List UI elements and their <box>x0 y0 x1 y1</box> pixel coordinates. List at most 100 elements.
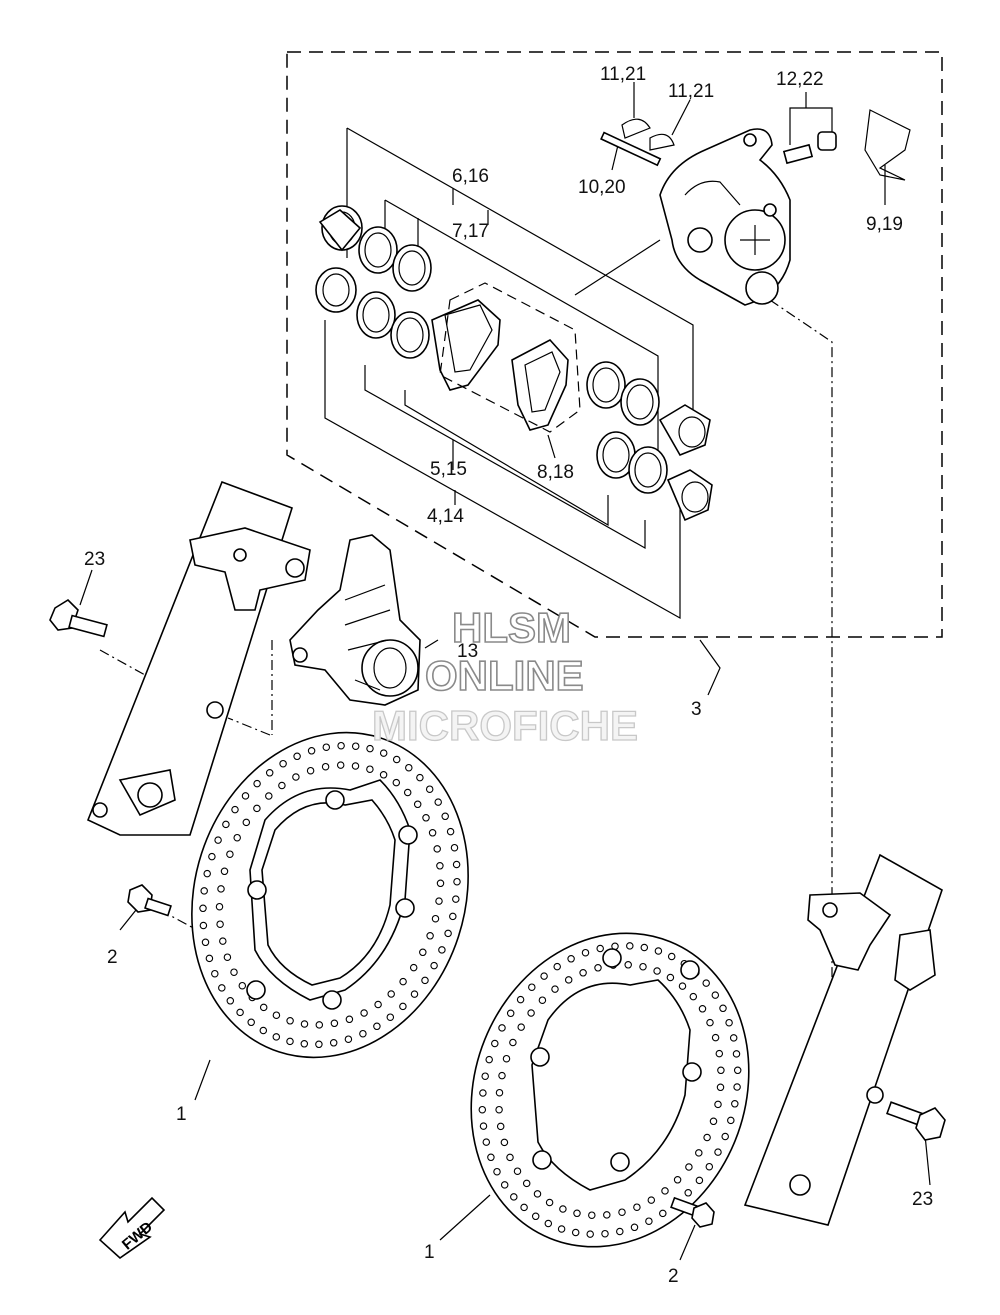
drilled-hole <box>300 1020 309 1028</box>
right-fork-leg <box>743 853 943 1226</box>
drilled-hole <box>329 1039 338 1047</box>
drilled-hole <box>653 967 661 975</box>
drilled-hole <box>444 929 452 938</box>
drilled-hole <box>278 781 286 790</box>
drilled-hole <box>242 818 251 827</box>
drilled-hole <box>208 852 216 861</box>
drilled-hole <box>522 1179 531 1188</box>
drilled-hole <box>500 1181 509 1189</box>
watermark-line-3: MICROFICHE <box>372 702 638 749</box>
drilled-hole <box>721 1132 729 1141</box>
drilled-hole <box>487 1153 495 1162</box>
drilled-hole <box>205 954 214 963</box>
drilled-hole <box>719 1004 727 1013</box>
drilled-hole <box>498 1024 506 1032</box>
drilled-hole <box>211 969 219 978</box>
callout-11-21-a: 11,21 <box>600 64 646 85</box>
drilled-hole <box>359 1029 367 1038</box>
drilled-hole <box>520 1203 528 1212</box>
drilled-hole <box>259 1003 268 1012</box>
seals-left <box>315 205 432 359</box>
drilled-hole <box>478 1105 487 1114</box>
drilled-hole <box>373 1022 381 1031</box>
drilled-hole <box>446 827 455 836</box>
drilled-hole <box>481 1072 489 1080</box>
drilled-hole <box>265 792 273 800</box>
drilled-hole <box>639 962 647 971</box>
drilled-hole <box>315 1021 324 1029</box>
callout-labels: 11,21 11,21 12,22 10,20 9,19 6,16 7,17 5… <box>84 64 933 1287</box>
drilled-hole <box>392 755 401 764</box>
drilled-hole <box>510 1193 518 1201</box>
drilled-hole <box>506 1009 515 1018</box>
drilled-hole <box>528 983 536 991</box>
drilled-hole <box>215 902 224 911</box>
drilled-hole <box>218 984 226 992</box>
drilled-hole <box>307 747 316 755</box>
drilled-hole <box>436 879 445 888</box>
callout-2-left: 2 <box>107 947 118 968</box>
drilled-hole <box>711 991 720 999</box>
drilled-hole <box>714 1148 722 1156</box>
drilled-hole <box>433 845 441 853</box>
drilled-hole <box>601 1229 609 1238</box>
drilled-hole <box>452 860 461 869</box>
drilled-hole <box>366 744 374 753</box>
drilled-hole <box>379 771 388 779</box>
drilled-hole <box>684 1189 692 1197</box>
assembly-box <box>286 51 943 638</box>
drilled-hole <box>667 952 676 961</box>
drilled-hole <box>425 785 434 793</box>
drilled-hole <box>731 1100 739 1108</box>
drilled-hole <box>564 976 573 984</box>
drilled-hole <box>654 947 663 955</box>
drilled-hole <box>509 1038 517 1047</box>
drilled-hole <box>479 1089 487 1097</box>
drilled-hole <box>450 843 459 852</box>
drilled-hole <box>438 946 446 954</box>
drilled-hole <box>286 1017 294 1025</box>
callout-4-14: 4,14 <box>427 506 464 527</box>
drilled-hole <box>219 937 227 945</box>
drilled-hole <box>685 1163 693 1171</box>
callout-2-right: 2 <box>668 1266 679 1287</box>
drilled-hole <box>453 877 461 886</box>
callout-11-21-b: 11,21 <box>668 81 714 102</box>
drilled-hole <box>725 1018 733 1027</box>
callout-9-19: 9,19 <box>866 214 903 235</box>
drilled-hole <box>272 1033 281 1041</box>
drilled-hole <box>413 800 422 809</box>
drilled-hole <box>678 982 687 990</box>
drilled-hole <box>199 904 207 913</box>
callout-8-18: 8,18 <box>537 462 574 483</box>
left-fork-leg <box>86 480 311 836</box>
drilled-hole <box>567 955 575 963</box>
caliper-small-parts <box>600 109 911 181</box>
drilled-hole <box>351 742 360 750</box>
drilled-hole <box>709 1117 718 1126</box>
drilled-hole <box>430 961 438 970</box>
drilled-hole <box>516 995 525 1004</box>
drilled-hole <box>557 1225 566 1233</box>
drilled-hole <box>502 1054 511 1063</box>
caliper-assembled <box>289 534 421 706</box>
drilled-hole <box>236 1008 244 1017</box>
drilled-hole <box>435 897 443 905</box>
drilled-hole <box>496 1122 505 1131</box>
drilled-hole <box>360 1009 368 1017</box>
drilled-hole <box>714 1100 722 1109</box>
drilled-hole <box>449 912 457 921</box>
drilled-hole <box>344 1035 353 1043</box>
watermark-line-2: ONLINE <box>425 652 584 699</box>
drilled-hole <box>226 997 235 1005</box>
drilled-hole <box>498 1071 506 1080</box>
drilled-hole <box>322 743 331 751</box>
drilled-hole <box>220 867 229 876</box>
drilled-hole <box>230 968 238 976</box>
drilled-hole <box>441 812 449 821</box>
drilled-hole <box>200 887 208 895</box>
drilled-hole <box>733 1083 741 1091</box>
drilled-hole <box>733 1066 742 1075</box>
